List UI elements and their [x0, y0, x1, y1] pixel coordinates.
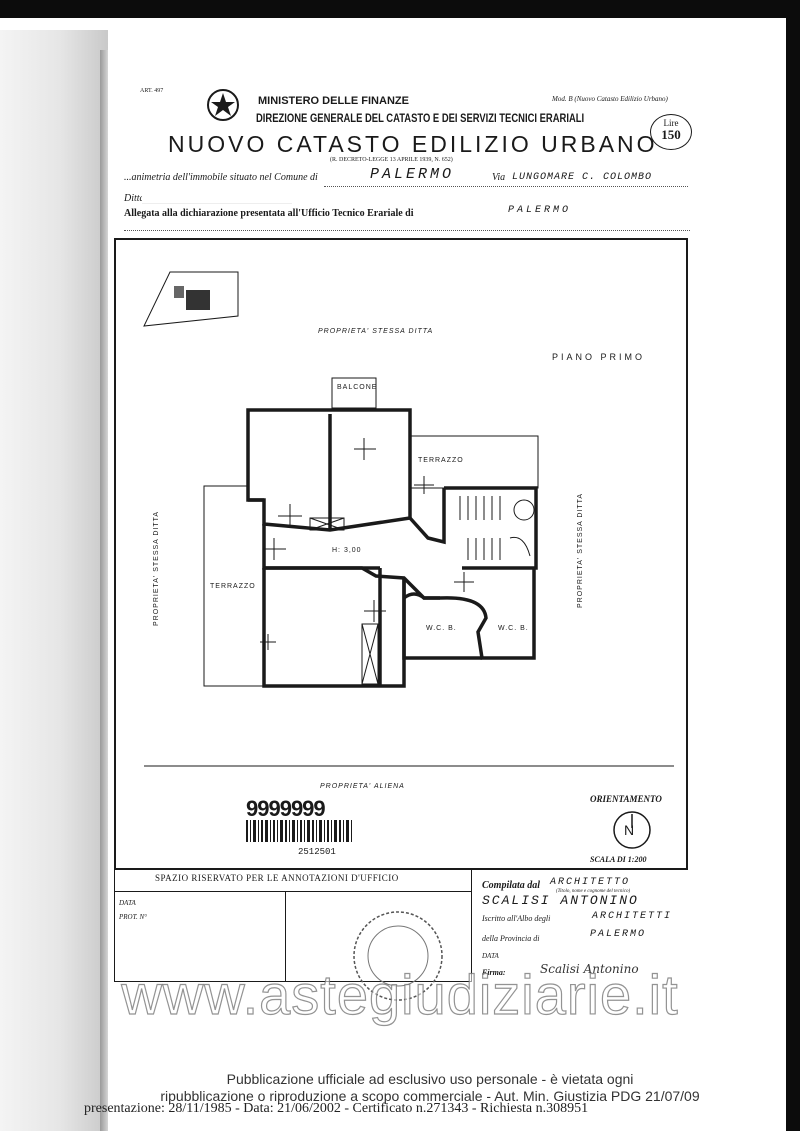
tax-stamp-currency: Lire — [663, 118, 679, 128]
office-seal — [353, 911, 443, 1001]
barcode-bars — [246, 820, 352, 842]
compiled-value: ARCHITETTO — [550, 877, 631, 888]
office-box-title: SPAZIO RISERVATO PER LE ANNOTAZIONI D'UF… — [155, 873, 399, 883]
corner-code: ART. 497 — [140, 88, 164, 94]
wc-a-label: W.C. B. — [426, 625, 457, 632]
terrace-left-area — [203, 485, 265, 687]
document-title: NUOVO CATASTO EDILIZIO URBANO — [168, 131, 658, 157]
stair-walls — [444, 486, 538, 570]
scan-border-top — [0, 0, 800, 18]
comune-value: PALERMO — [370, 166, 455, 183]
office-value: PALERMO — [508, 205, 572, 216]
tax-stamp: Lire 150 — [650, 114, 692, 150]
ministry-label: MINISTERO DELLE FINANZE — [258, 95, 409, 107]
albo-label: Iscritto all'Albo degli — [482, 914, 551, 923]
top-neighbor-label: PROPRIETA' STESSA DITTA — [318, 328, 433, 335]
axis-marks — [260, 438, 474, 650]
plan-frame — [114, 238, 688, 870]
signature: Scalisi Antonino — [540, 962, 639, 976]
via-value: LUNGOMARE C. COLOMBO — [512, 172, 653, 183]
decree-note: (R. DECRETO-LEGGE 13 APRILE 1939, N. 652… — [330, 157, 453, 163]
wc-walls — [402, 568, 536, 660]
closet-box — [361, 623, 379, 685]
albo-value: ARCHITETTI — [592, 911, 673, 922]
scale-label: SCALA DI 1:200 — [590, 855, 646, 864]
office-box-divider — [115, 891, 471, 892]
republic-emblem-icon — [206, 88, 240, 122]
right-neighbor-label: PROPRIETA' STESSA DITTA — [577, 493, 584, 608]
office-prot-label: PROT. N° — [119, 913, 147, 921]
chimney-box — [309, 517, 345, 531]
barcode-sub: 2512501 — [298, 847, 336, 857]
office-box-vdivider — [285, 891, 286, 981]
page-fold — [100, 50, 108, 1131]
footer-info: presentazione: 28/11/1985 - Data: 21/06/… — [84, 1101, 589, 1116]
header-divider — [124, 230, 690, 231]
comune-underline — [324, 186, 688, 187]
left-page-edge — [0, 30, 108, 1131]
balcony-label: BALCONE — [337, 384, 377, 391]
date-label: DATA — [482, 952, 499, 960]
bottom-neighbor-label: PROPRIETA' ALIENA — [320, 783, 405, 790]
compiled-label: Compilata dal — [482, 880, 541, 891]
planimetry-label: ...animetria dell'immobile situato nel C… — [124, 172, 318, 183]
floor-plan: PROPRIETA' STESSA DITTA PIANO PRIMO BALC… — [143, 271, 674, 864]
balcony-area — [331, 377, 377, 409]
terrace-right-label: TERRAZZO — [418, 457, 464, 464]
barcode-number: 9999999 — [246, 796, 325, 821]
lower-rooms-walls — [262, 568, 406, 688]
tax-stamp-value: 150 — [661, 127, 681, 142]
floor-label: PIANO PRIMO — [552, 352, 645, 362]
left-neighbor-label: PROPRIETA' STESSA DITTA — [153, 511, 160, 626]
form-code: Mod. B (Nuovo Catasto Edilizio Urbano) — [552, 95, 668, 103]
notice-line-1: Pubblicazione ufficiale ad esclusivo uso… — [120, 1071, 740, 1087]
height-label: H: 3,00 — [332, 547, 362, 554]
locator-map — [143, 271, 239, 327]
svg-text:N: N — [624, 822, 634, 838]
office-label: Allegata alla dichiarazione presentata a… — [124, 208, 414, 219]
via-label: Via — [492, 172, 506, 183]
terrace-left-label: TERRAZZO — [210, 583, 256, 590]
province-label: della Provincia di — [482, 934, 540, 943]
ditta-label: Ditta — [124, 193, 145, 204]
north-arrow-icon: N — [613, 811, 651, 849]
watermark: www.astegiudiziarie.it — [121, 962, 679, 1026]
signature-label: Firma: — [482, 968, 506, 977]
compiled-note: (Titolo, nome e cognome del tecnico) — [556, 889, 631, 894]
notice-line-2: ripubblicazione o riproduzione a scopo c… — [120, 1088, 740, 1104]
direction-label: DIREZIONE GENERALE DEL CATASTO E DEI SER… — [256, 113, 585, 125]
stair-treads — [459, 496, 535, 560]
compiler-name: SCALISI ANTONINO — [482, 893, 639, 908]
scan-border-right — [786, 0, 800, 1131]
redacted-owner — [142, 190, 292, 204]
orientation-label: ORIENTAMENTO — [590, 794, 662, 804]
office-annotations-box: SPAZIO RISERVATO PER LE ANNOTAZIONI D'UF… — [114, 868, 472, 982]
office-data-label: DATA — [119, 899, 136, 907]
wc-b-label: W.C. B. — [498, 625, 529, 632]
province-value: PALERMO — [590, 929, 647, 940]
